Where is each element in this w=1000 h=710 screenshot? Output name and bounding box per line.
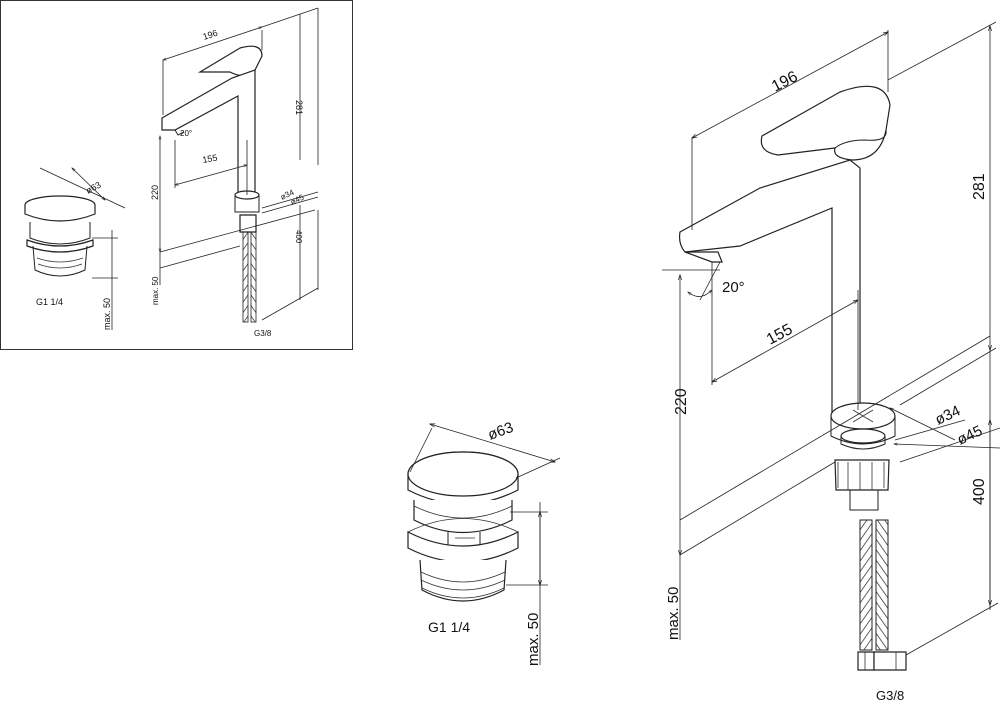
drain-diameter-label: ø63 [486, 419, 516, 444]
faucet-hose-thread-label: G3/8 [876, 688, 904, 703]
thumb-faucet-hose-length: 400 [294, 230, 303, 244]
faucet-spout-height-label: 220 [673, 388, 690, 415]
faucet-width-label: 196 [769, 68, 801, 95]
thumb-faucet-reach: 155 [202, 153, 219, 165]
thumbnail-faucet [160, 7, 319, 323]
thumb-faucet-spout-height: 220 [150, 185, 160, 200]
thumb-faucet-angle: 20° [180, 129, 192, 138]
thumb-faucet-width: 196 [202, 28, 219, 42]
faucet-max-thickness-label: max. 50 [665, 587, 682, 640]
faucet-height-label: 281 [971, 173, 988, 200]
thumb-drain-max-height: max. 50 [102, 298, 112, 330]
thumb-drain-thread: G1 1/4 [36, 297, 63, 307]
main-drain [407, 424, 561, 665]
faucet-hose-length-label: 400 [971, 478, 988, 505]
faucet-base-inner-label: ø34 [933, 402, 964, 428]
thumbnail-drain [24, 168, 126, 330]
thumb-faucet-hose-thread: G3/8 [254, 329, 272, 338]
thumbnail-panel: ø63 max. 50 G1 1/4 [0, 0, 353, 350]
drain-max-height-label: max. 50 [525, 613, 542, 666]
drain-thread-label: G1 1/4 [428, 619, 470, 635]
faucet-angle-label: 20° [722, 279, 745, 296]
thumb-faucet-height: 281 [294, 100, 304, 115]
main-faucet [662, 21, 1000, 671]
thumb-faucet-max-thickness: max. 50 [151, 276, 160, 305]
faucet-base-outer-label: ø45 [955, 422, 986, 448]
